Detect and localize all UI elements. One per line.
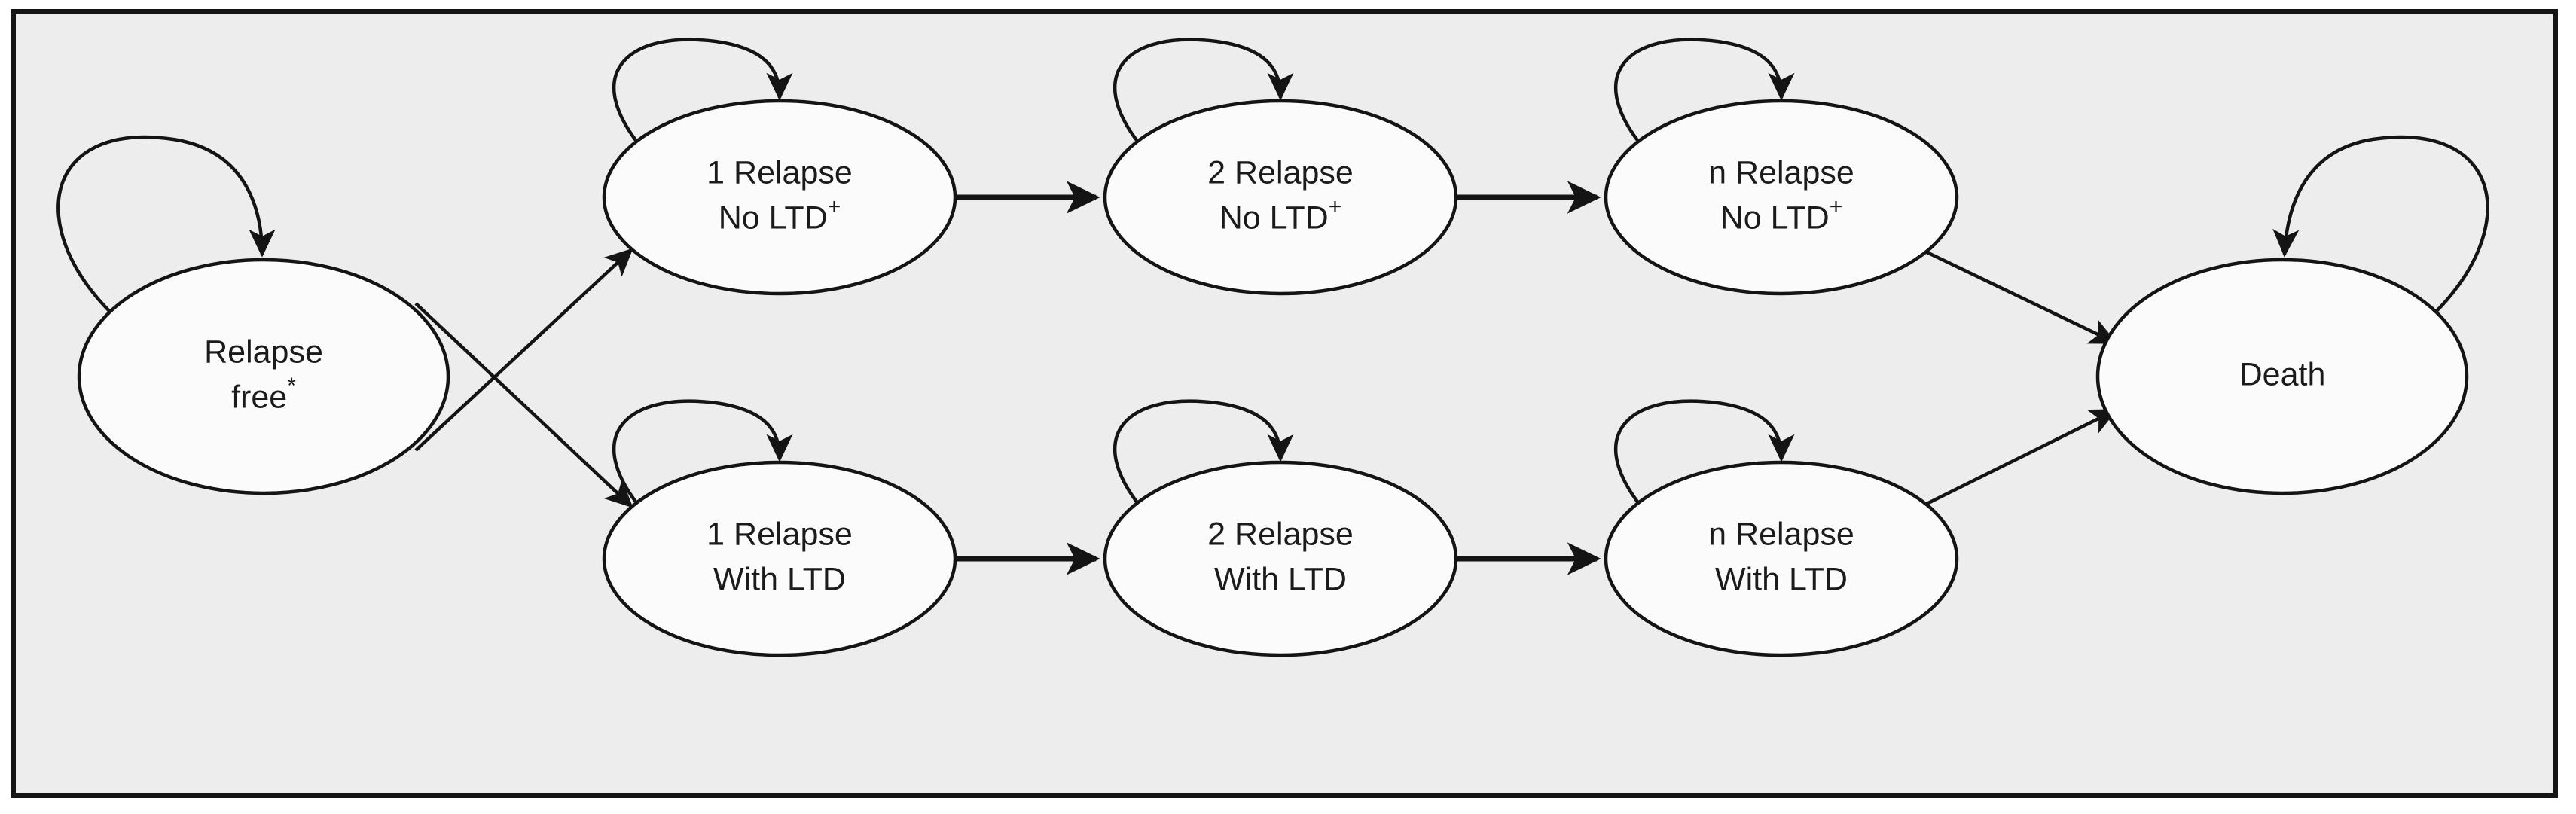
- node-label-superscript-relapse-n-no-ltd: +: [1830, 194, 1843, 219]
- self-loop-death: [2272, 135, 2489, 316]
- node-label-superscript-relapse-free: *: [287, 373, 296, 398]
- edge-free-to-1-no-ltd: [414, 248, 633, 452]
- node-label-line1-death: Death: [2239, 356, 2326, 392]
- node-label-line2-relapse-n-with-ltd: With LTD: [1715, 561, 1848, 597]
- edge-n-with-ltd-to-death: [1921, 408, 2118, 508]
- node-label-line2-relapse-1-no-ltd: No LTD+: [719, 194, 841, 236]
- node-ellipse-relapse-2-with-ltd[interactable]: [1103, 460, 1458, 657]
- self-loop-relapse-1-no-ltd: [612, 38, 793, 152]
- node-label-line1-relapse-2-no-ltd: 2 Relapse: [1207, 154, 1354, 191]
- node-ellipse-relapse-n-no-ltd[interactable]: [1604, 99, 1959, 296]
- self-loop-relapse-2-no-ltd: [1113, 38, 1294, 152]
- node-label-line2-relapse-2-with-ltd: With LTD: [1214, 561, 1347, 597]
- node-label-line2-relapse-n-no-ltd: No LTD+: [1720, 194, 1843, 236]
- node-label-line2-relapse-free: free*: [231, 373, 296, 415]
- self-loop-relapse-2-with-ltd: [1113, 399, 1294, 514]
- transition-edges: [414, 181, 2118, 575]
- node-label-line2-relapse-2-no-ltd: No LTD+: [1219, 194, 1342, 236]
- self-loop-relapse-1-with-ltd: [612, 399, 793, 514]
- node-label-line1-relapse-n-with-ltd: n Relapse: [1708, 516, 1854, 552]
- state-node-death[interactable]: Death: [2095, 258, 2469, 495]
- self-loop-relapse-n-no-ltd: [1613, 38, 1795, 152]
- node-label-line1-relapse-1-no-ltd: 1 Relapse: [707, 154, 853, 191]
- node-ellipse-relapse-1-with-ltd[interactable]: [602, 460, 957, 657]
- edge-free-to-1-with-ltd: [414, 302, 633, 508]
- self-loop-edges: [56, 38, 2489, 514]
- node-label-line1-relapse-free: Relapse: [204, 334, 323, 370]
- node-label-superscript-relapse-2-no-ltd: +: [1329, 194, 1342, 219]
- node-ellipse-relapse-1-no-ltd[interactable]: [602, 99, 957, 296]
- node-label-line2-relapse-1-with-ltd: With LTD: [713, 561, 846, 597]
- node-ellipse-death[interactable]: [2095, 258, 2469, 495]
- edge-n-no-ltd-to-death: [1921, 248, 2118, 345]
- node-label-superscript-relapse-1-no-ltd: +: [828, 194, 841, 219]
- self-loop-relapse-free: [56, 135, 276, 316]
- node-label-line1-relapse-1-with-ltd: 1 Relapse: [707, 516, 853, 552]
- self-loop-relapse-n-with-ltd: [1613, 399, 1795, 514]
- node-label-line1-relapse-n-no-ltd: n Relapse: [1708, 154, 1854, 191]
- node-ellipse-relapse-n-with-ltd[interactable]: [1604, 460, 1959, 657]
- node-ellipse-relapse-free[interactable]: [77, 258, 450, 495]
- node-label-line1-relapse-2-with-ltd: 2 Relapse: [1207, 516, 1354, 552]
- node-ellipse-relapse-2-no-ltd[interactable]: [1103, 99, 1458, 296]
